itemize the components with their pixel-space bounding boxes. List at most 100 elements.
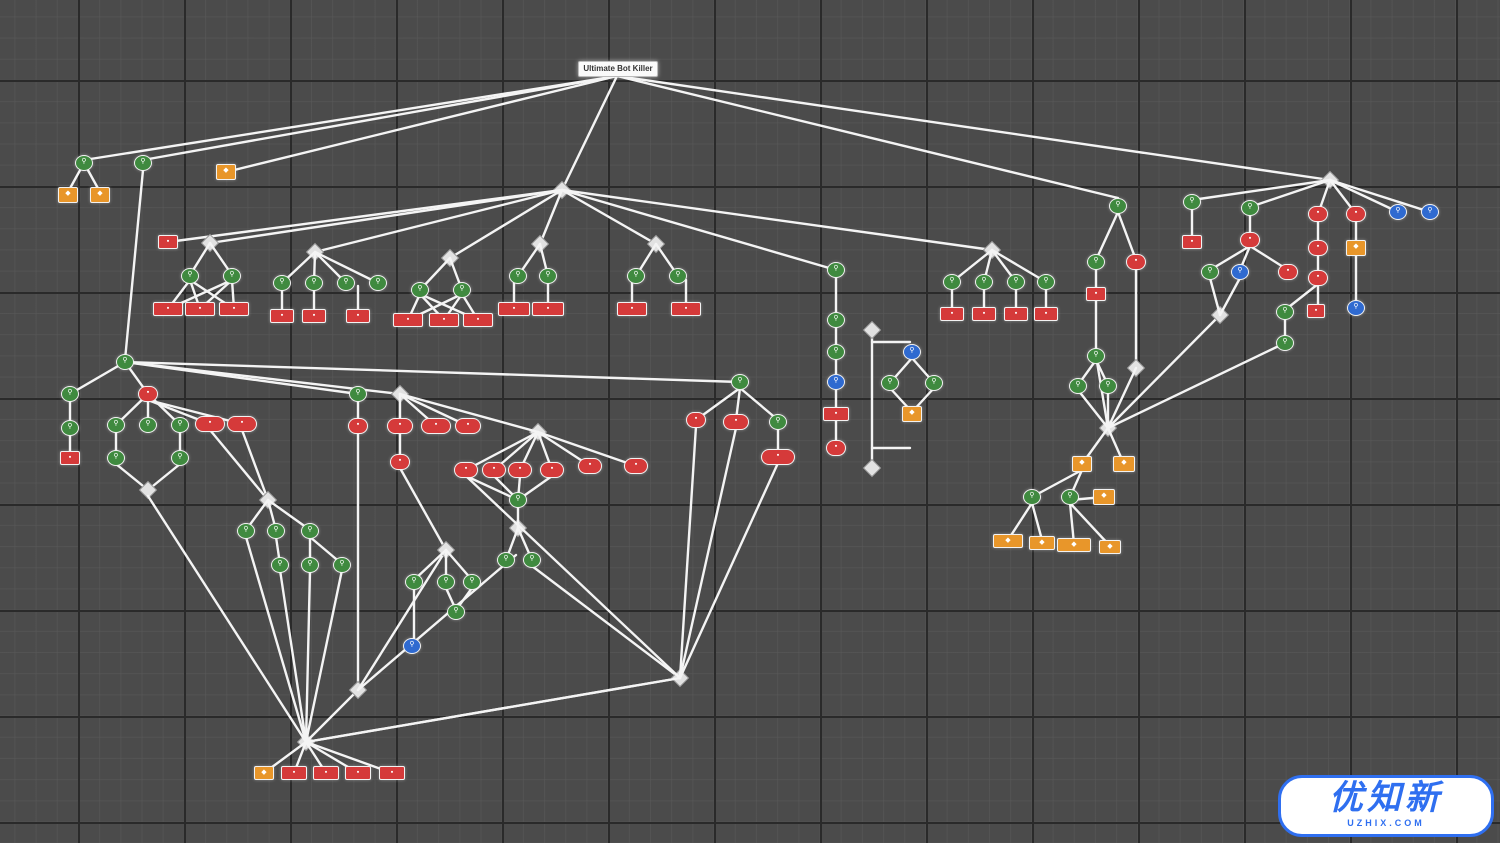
selector-node[interactable]: ⚲ — [116, 354, 134, 370]
selector-node[interactable]: ⚲ — [509, 492, 527, 508]
condition-action-node[interactable]: ▪ — [302, 309, 326, 323]
condition-action-node[interactable]: ▪ — [270, 309, 294, 323]
selector-node[interactable]: ⚲ — [509, 268, 527, 284]
special-node[interactable]: ⚲ — [1231, 264, 1249, 280]
selector-node[interactable]: ⚲ — [1087, 348, 1105, 364]
action-node[interactable]: ◆ — [1346, 240, 1366, 256]
selector-node[interactable]: ⚲ — [271, 557, 289, 573]
condition-node[interactable]: ▪ — [624, 458, 648, 474]
special-node[interactable]: ⚲ — [827, 374, 845, 390]
selector-node[interactable]: ⚲ — [943, 274, 961, 290]
condition-action-node[interactable]: ▪ — [617, 302, 647, 316]
selector-node[interactable]: ⚲ — [107, 417, 125, 433]
condition-node[interactable]: ▪ — [348, 418, 368, 434]
action-node[interactable]: ◆ — [1072, 456, 1092, 472]
condition-node[interactable]: ▪ — [1308, 240, 1328, 256]
selector-node[interactable]: ⚲ — [301, 557, 319, 573]
selector-node[interactable]: ⚲ — [405, 574, 423, 590]
condition-node[interactable]: ▪ — [421, 418, 451, 434]
condition-node[interactable]: ▪ — [195, 416, 225, 432]
selector-node[interactable]: ⚲ — [1276, 304, 1294, 320]
condition-node[interactable]: ▪ — [454, 462, 478, 478]
condition-node[interactable]: ▪ — [540, 462, 564, 478]
selector-node[interactable]: ⚲ — [171, 450, 189, 466]
selector-node[interactable]: ⚲ — [447, 604, 465, 620]
selector-node[interactable]: ⚲ — [237, 523, 255, 539]
selector-node[interactable]: ⚲ — [61, 420, 79, 436]
condition-node[interactable]: ▪ — [390, 454, 410, 470]
condition-action-node[interactable]: ▪ — [346, 309, 370, 323]
condition-node[interactable]: ▪ — [455, 418, 481, 434]
selector-node[interactable]: ⚲ — [1037, 274, 1055, 290]
selector-node[interactable]: ⚲ — [1087, 254, 1105, 270]
selector-node[interactable]: ⚲ — [181, 268, 199, 284]
condition-node[interactable]: ▪ — [1278, 264, 1298, 280]
special-node[interactable]: ⚲ — [403, 638, 421, 654]
condition-action-node[interactable]: ▪ — [1086, 287, 1106, 301]
selector-node[interactable]: ⚲ — [975, 274, 993, 290]
action-node[interactable]: ◆ — [1029, 536, 1055, 550]
condition-action-node[interactable]: ▪ — [1034, 307, 1058, 321]
selector-node[interactable]: ⚲ — [1007, 274, 1025, 290]
selector-node[interactable]: ⚲ — [463, 574, 481, 590]
selector-node[interactable]: ⚲ — [369, 275, 387, 291]
condition-node[interactable]: ▪ — [1346, 206, 1366, 222]
selector-node[interactable]: ⚲ — [539, 268, 557, 284]
selector-node[interactable]: ⚲ — [75, 155, 93, 171]
action-node[interactable]: ◆ — [902, 406, 922, 422]
condition-action-node[interactable]: ▪ — [823, 407, 849, 421]
selector-node[interactable]: ⚲ — [301, 523, 319, 539]
condition-node[interactable]: ▪ — [723, 414, 749, 430]
selector-node[interactable]: ⚲ — [1023, 489, 1041, 505]
condition-node[interactable]: ▪ — [761, 449, 795, 465]
selector-node[interactable]: ⚲ — [305, 275, 323, 291]
action-node[interactable]: ◆ — [58, 187, 78, 203]
condition-action-node[interactable]: ▪ — [463, 313, 493, 327]
selector-node[interactable]: ⚲ — [1183, 194, 1201, 210]
selector-node[interactable]: ⚲ — [769, 414, 787, 430]
selector-node[interactable]: ⚲ — [669, 268, 687, 284]
selector-node[interactable]: ⚲ — [134, 155, 152, 171]
selector-node[interactable]: ⚲ — [731, 374, 749, 390]
selector-node[interactable]: ⚲ — [1276, 335, 1294, 351]
selector-node[interactable]: ⚲ — [523, 552, 541, 568]
condition-action-node[interactable]: ▪ — [393, 313, 423, 327]
condition-node[interactable]: ▪ — [686, 412, 706, 428]
selector-node[interactable]: ⚲ — [411, 282, 429, 298]
special-node[interactable]: ⚲ — [1389, 204, 1407, 220]
condition-action-node[interactable]: ▪ — [940, 307, 964, 321]
selector-node[interactable]: ⚲ — [1099, 378, 1117, 394]
condition-node[interactable]: ▪ — [1308, 270, 1328, 286]
condition-node[interactable]: ▪ — [138, 386, 158, 402]
condition-node[interactable]: ▪ — [1308, 206, 1328, 222]
special-node[interactable]: ⚲ — [1421, 204, 1439, 220]
condition-action-node[interactable]: ▪ — [498, 302, 530, 316]
selector-node[interactable]: ⚲ — [333, 557, 351, 573]
action-node[interactable]: ◆ — [1099, 540, 1121, 554]
selector-node[interactable]: ⚲ — [827, 344, 845, 360]
condition-node[interactable]: ▪ — [578, 458, 602, 474]
condition-action-node[interactable]: ▪ — [532, 302, 564, 316]
selector-node[interactable]: ⚲ — [627, 268, 645, 284]
condition-action-node[interactable]: ▪ — [185, 302, 215, 316]
condition-action-node[interactable]: ▪ — [379, 766, 405, 780]
action-node[interactable]: ◆ — [216, 164, 236, 180]
condition-action-node[interactable]: ▪ — [1004, 307, 1028, 321]
selector-node[interactable]: ⚲ — [497, 552, 515, 568]
special-node[interactable]: ⚲ — [903, 344, 921, 360]
selector-node[interactable]: ⚲ — [171, 417, 189, 433]
selector-node[interactable]: ⚲ — [223, 268, 241, 284]
condition-action-node[interactable]: ▪ — [972, 307, 996, 321]
selector-node[interactable]: ⚲ — [881, 375, 899, 391]
condition-node[interactable]: ▪ — [482, 462, 506, 478]
condition-node[interactable]: ▪ — [387, 418, 413, 434]
condition-node[interactable]: ▪ — [1126, 254, 1146, 270]
selector-node[interactable]: ⚲ — [437, 574, 455, 590]
action-node[interactable]: ◆ — [1113, 456, 1135, 472]
composite-diamond-node[interactable] — [862, 320, 882, 340]
action-node[interactable]: ◆ — [993, 534, 1023, 548]
condition-action-node[interactable]: ▪ — [313, 766, 339, 780]
action-node[interactable]: ◆ — [254, 766, 274, 780]
selector-node[interactable]: ⚲ — [273, 275, 291, 291]
